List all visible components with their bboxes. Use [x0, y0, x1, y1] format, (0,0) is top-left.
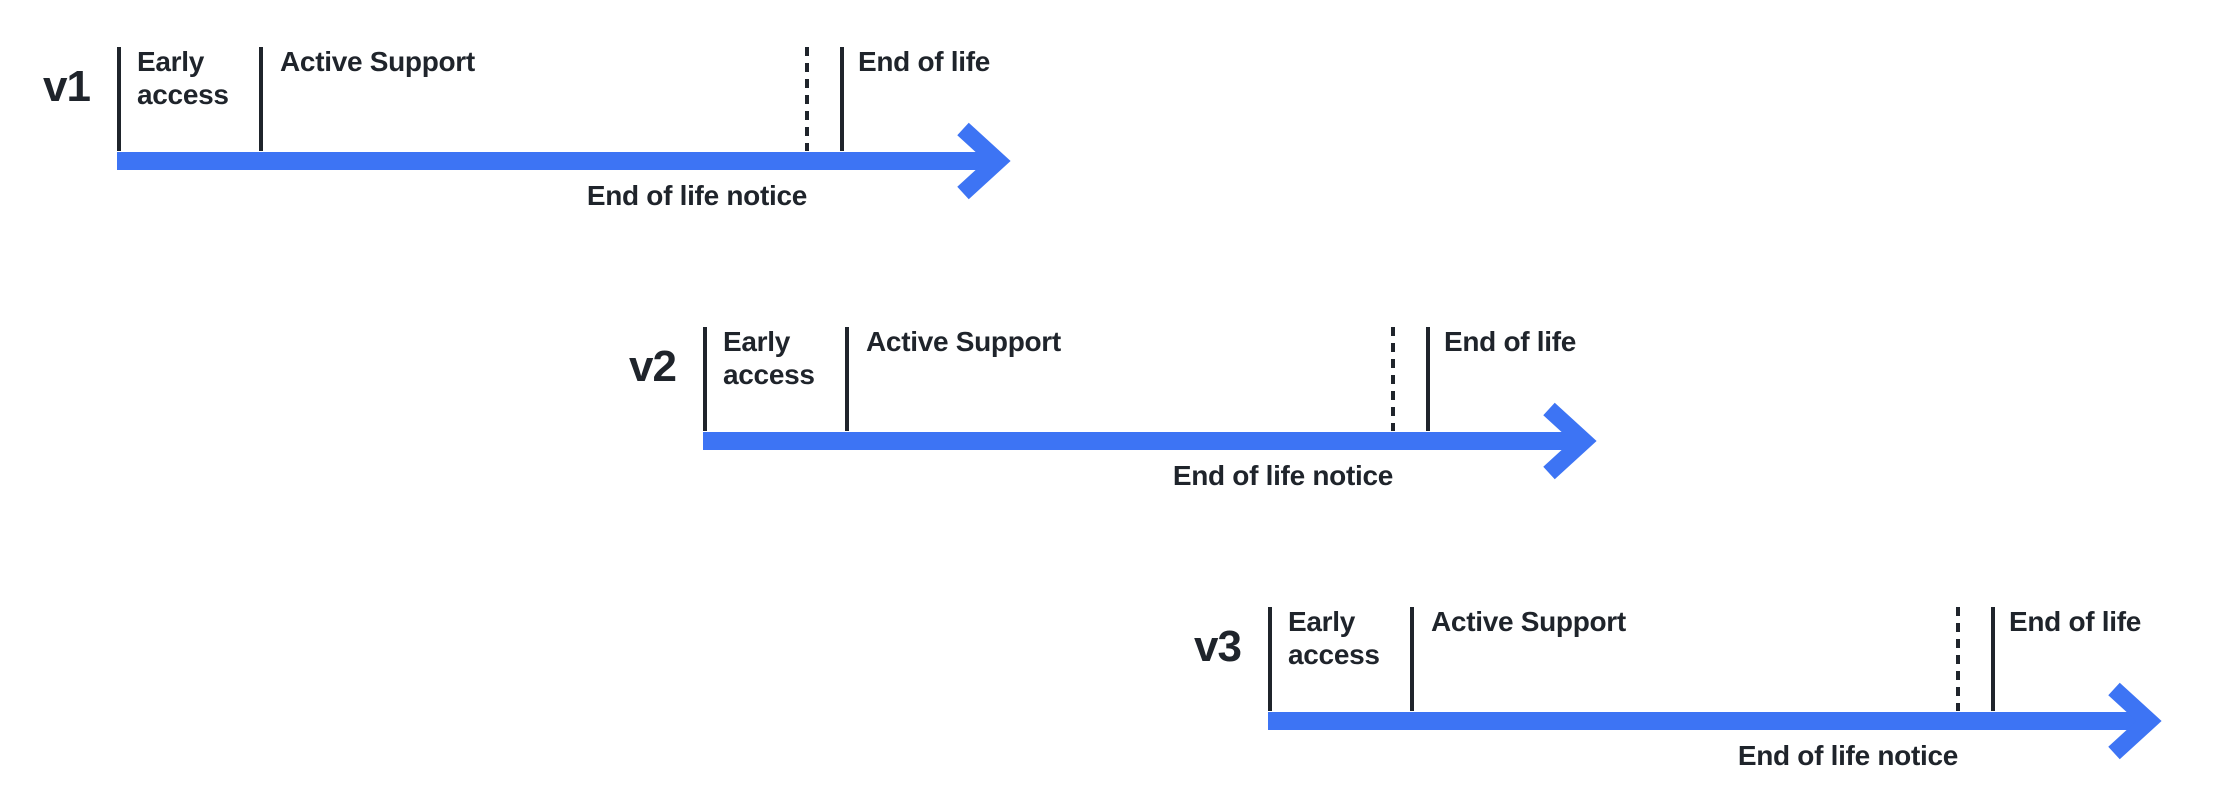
end-of-life-tick — [840, 47, 844, 151]
end-of-life-tick — [1426, 327, 1430, 431]
timeline-arrow-shaft — [1268, 712, 2138, 730]
phase-label-end-of-life: End of life — [2009, 606, 2142, 637]
phase-label-early-access: Early access — [723, 326, 815, 390]
phase-label-active-support: Active Support — [866, 326, 1061, 357]
active-support-start-tick — [1410, 607, 1414, 711]
active-support-start-tick — [845, 327, 849, 431]
phase-label-early-access: Early access — [137, 46, 229, 110]
timeline-row-v2: v2 Early access Active Support End of li… — [629, 326, 1633, 507]
phase-label-early-access: Early access — [1288, 606, 1380, 670]
early-access-start-tick — [1268, 607, 1272, 711]
arrow-head-icon — [957, 122, 1011, 200]
phase-label-active-support: Active Support — [1431, 606, 1626, 637]
phase-label-end-of-life: End of life — [1444, 326, 1577, 357]
timeline-arrow-shaft — [703, 432, 1573, 450]
phase-label-active-support: Active Support — [280, 46, 475, 77]
phase-label-end-of-life: End of life — [858, 46, 991, 77]
arrow-head-icon — [2108, 682, 2162, 760]
early-access-start-tick — [703, 327, 707, 431]
end-of-life-tick — [1991, 607, 1995, 711]
eol-notice-dashed-tick — [1956, 607, 1960, 711]
eol-notice-dashed-tick — [1391, 327, 1395, 431]
arrow-head-icon — [1543, 402, 1597, 480]
version-label: v2 — [629, 342, 677, 391]
eol-notice-dashed-tick — [805, 47, 809, 151]
end-of-life-notice-label: End of life notice — [1172, 460, 1393, 491]
timeline-row-v3: v3 Early access Active Support End of li… — [1194, 606, 2198, 787]
early-access-start-tick — [117, 47, 121, 151]
end-of-life-notice-label: End of life notice — [586, 180, 807, 211]
end-of-life-notice-label: End of life notice — [1737, 740, 1958, 771]
timeline-row-v1: v1 Early access Active Support End of li… — [43, 46, 1047, 227]
version-label: v1 — [43, 62, 91, 111]
version-label: v3 — [1194, 622, 1242, 671]
active-support-start-tick — [259, 47, 263, 151]
timeline-arrow-shaft — [117, 152, 987, 170]
